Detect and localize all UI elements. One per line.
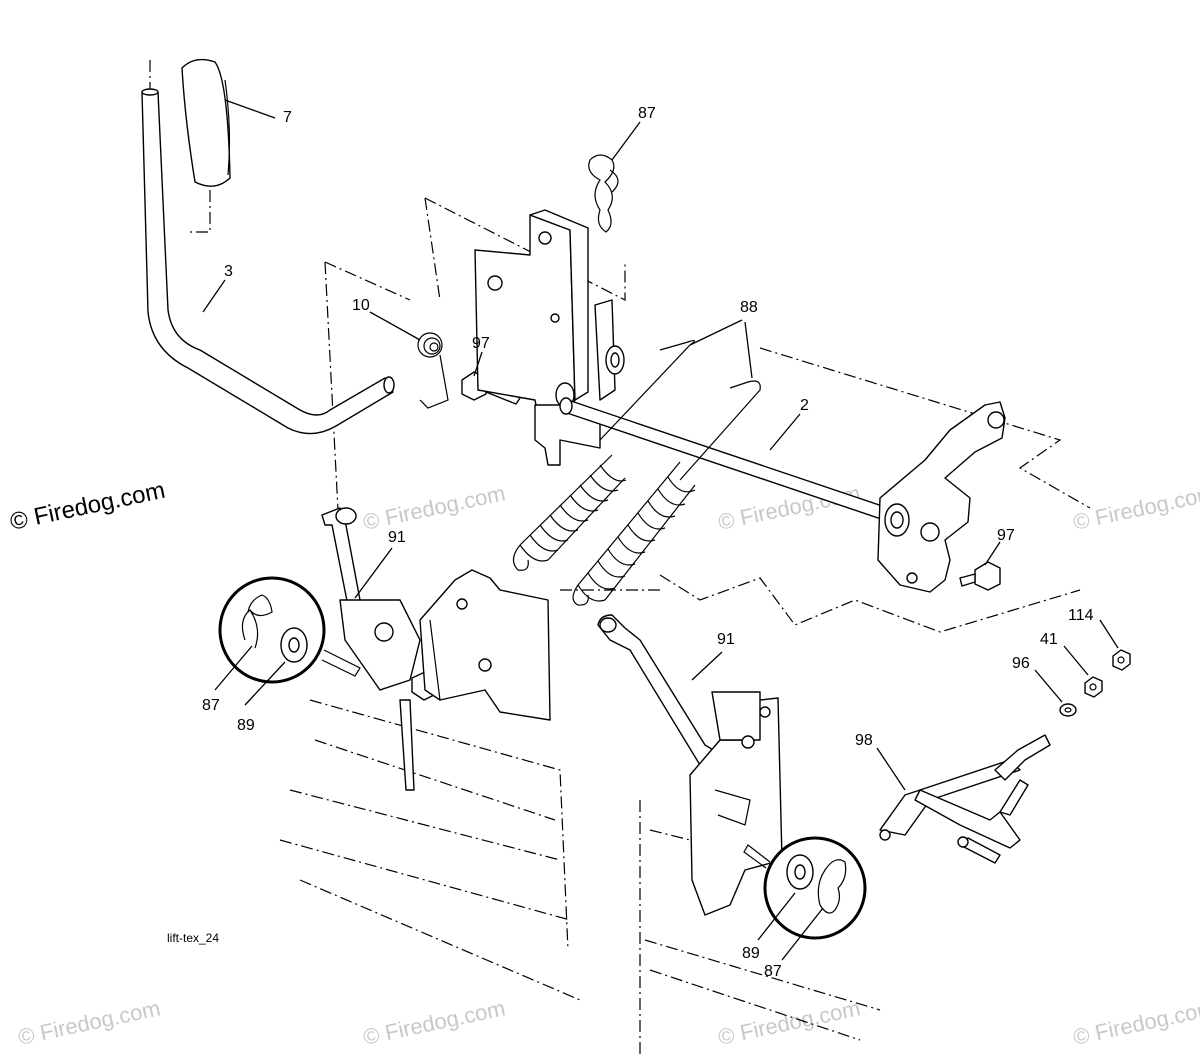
callout-41: 41 <box>1040 631 1058 648</box>
watermark-text: © Firedog.com <box>361 480 508 535</box>
lift-lever-rod <box>141 88 395 435</box>
callout-91-right: 91 <box>717 631 735 648</box>
lift-bracket <box>474 209 625 466</box>
bolt-right <box>959 561 1001 591</box>
nut-114 <box>1112 649 1131 671</box>
callout-2: 2 <box>800 397 809 414</box>
washer-96 <box>1059 703 1077 717</box>
detail-circle-right <box>743 836 867 940</box>
watermark-text: © Firedog.com <box>1071 995 1200 1050</box>
deck-hanger-rod <box>879 734 1051 864</box>
callout-98: 98 <box>855 732 873 749</box>
callout-87-top: 87 <box>638 105 656 122</box>
diagram-caption: lift-tex_24 <box>167 931 219 945</box>
watermark-text: © Firedog.com <box>361 995 508 1050</box>
callout-96: 96 <box>1012 655 1030 672</box>
phantom-outlines <box>149 60 1091 1056</box>
callout-89-left: 89 <box>237 717 255 734</box>
lever-grip <box>181 58 231 187</box>
lift-link-left <box>321 507 437 791</box>
callout-114: 114 <box>1068 607 1094 624</box>
hairpin-clip-top <box>588 154 619 233</box>
deck-bracket-right <box>689 691 783 916</box>
callout-10: 10 <box>352 297 370 314</box>
lift-arm-right <box>877 401 1006 593</box>
nut-41 <box>1084 676 1103 698</box>
callout-7: 7 <box>283 109 292 126</box>
torsion-spring <box>417 332 449 409</box>
callout-91-left: 91 <box>388 529 406 546</box>
callout-97-right: 97 <box>997 527 1015 544</box>
callout-87-right: 87 <box>764 963 782 980</box>
watermark-text: © Firedog.com <box>716 995 863 1050</box>
hardware-stack <box>1059 649 1131 717</box>
callout-97-left: 97 <box>472 335 490 352</box>
callout-3: 3 <box>224 263 233 280</box>
deck-bracket-left <box>419 569 551 721</box>
callout-89-right: 89 <box>742 945 760 962</box>
callout-labels: 7 87 3 10 97 88 2 97 91 87 89 91 114 41 … <box>202 105 1094 980</box>
watermark-main: © Firedog.com <box>8 477 168 536</box>
callout-87-left: 87 <box>202 697 220 714</box>
detail-circle-left <box>218 576 361 684</box>
spring-coil-right <box>572 461 696 606</box>
callout-88: 88 <box>740 299 758 316</box>
spring-coil-left <box>512 454 627 571</box>
watermark-text: © Firedog.com <box>1071 480 1200 535</box>
lift-shaft <box>559 397 901 525</box>
watermark-text: © Firedog.com <box>16 995 163 1050</box>
leader-lines <box>202 99 1119 961</box>
